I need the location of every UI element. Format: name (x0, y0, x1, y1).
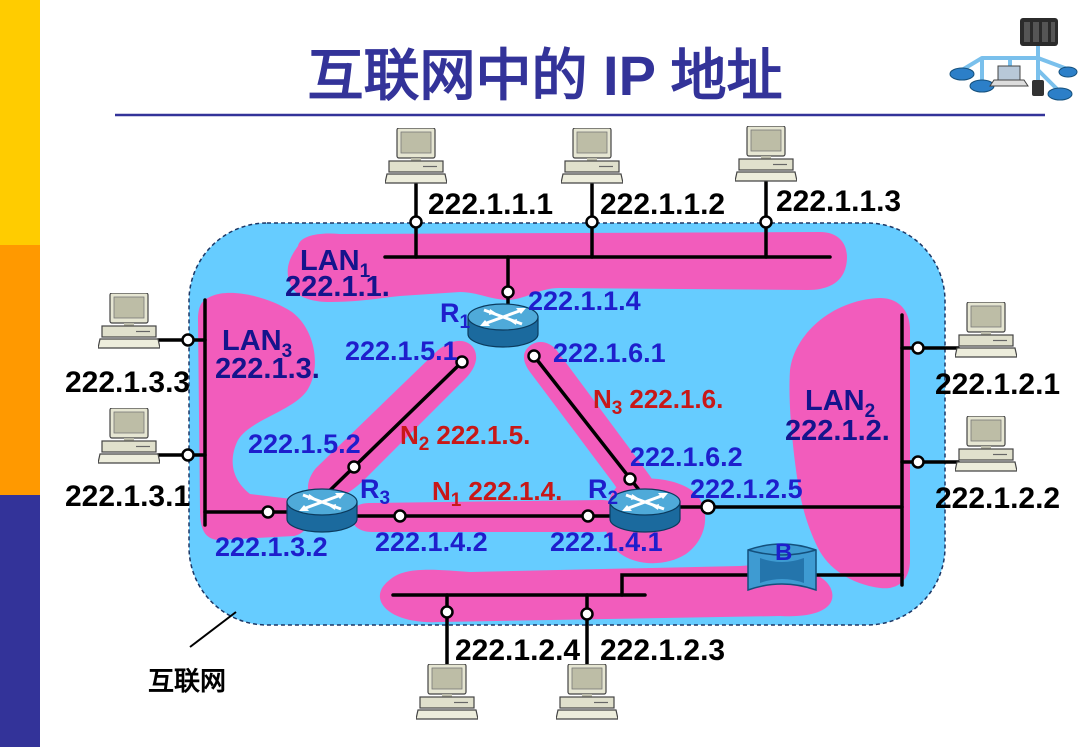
host-ip-label: 222.1.2.2 (935, 482, 1060, 515)
internet-caption: 互联网 (148, 666, 226, 696)
lan2-name: LAN (805, 385, 865, 417)
host-ip-label: 222.1.2.1 (935, 368, 1060, 401)
n2-region (308, 340, 477, 501)
n1-subscript: 1 (451, 490, 462, 511)
n3-label: N3 222.1.6. (593, 384, 723, 419)
lan1-prefix-label: 222.1.1. (285, 271, 390, 303)
interface-dot (527, 349, 541, 363)
n3-prefix: 222.1.6. (629, 384, 723, 414)
r1-subscript: 1 (460, 312, 471, 333)
interface-dot (581, 509, 595, 523)
host-ip-label: 222.1.2.3 (600, 634, 725, 667)
router-icon (285, 487, 359, 534)
network-illustration-icon (949, 18, 1078, 101)
interface-dot (409, 215, 423, 229)
lan2-prefix-label: 222.1.2. (785, 415, 890, 447)
host-ip-label: 222.1.3.1 (65, 480, 190, 513)
lan1-region (287, 232, 847, 302)
interface-dot (911, 341, 925, 355)
interface-dot (700, 499, 716, 515)
n2-prefix: 222.1.5. (436, 420, 530, 450)
desktop-computer-icon (556, 664, 618, 720)
interface-dot (261, 505, 275, 519)
desktop-computer-icon (416, 664, 478, 720)
interface-dot (455, 355, 469, 369)
desktop-computer-icon (561, 128, 623, 184)
desktop-computer-icon (98, 293, 160, 349)
accent-bar-navy (0, 495, 40, 747)
r1-interface-label: 222.1.5.1 (345, 336, 458, 366)
router-icon (608, 487, 682, 534)
accent-bar-yellow (0, 0, 40, 245)
desktop-computer-icon (735, 126, 797, 182)
r1-name-label: R1 (440, 298, 471, 333)
n2-link-line (318, 360, 464, 502)
r2-subscript: 2 (608, 488, 619, 509)
accent-bar-orange (0, 245, 40, 495)
lan3-subscript: 3 (282, 341, 293, 362)
lan1-name-label: LAN1 (300, 245, 371, 282)
interface-dot (580, 607, 594, 621)
lan1-name: LAN (300, 245, 360, 277)
lan1-subscript: 1 (360, 261, 371, 282)
interface-dot (585, 215, 599, 229)
lan2-region (789, 298, 910, 589)
r3-subscript: 3 (380, 488, 391, 509)
interface-dot (181, 448, 195, 462)
desktop-computer-icon (98, 408, 160, 464)
n1-prefix: 222.1.4. (468, 476, 562, 506)
n2-name: N (400, 420, 419, 450)
lan3-name: LAN (222, 325, 282, 357)
internet-pointer-line (189, 611, 237, 648)
desktop-computer-icon (385, 128, 447, 184)
lan2-subscript: 2 (865, 401, 876, 422)
host-ip-label: 222.1.1.1 (428, 188, 553, 221)
r3-interface-label: 222.1.3.2 (215, 532, 328, 562)
interface-dot (347, 460, 361, 474)
n3-subscript: 3 (612, 398, 623, 419)
interface-dot (393, 509, 407, 523)
r1-interface-label: 222.1.1.4 (528, 286, 641, 316)
bridge-icon (747, 543, 817, 592)
interface-dot (623, 472, 637, 486)
interface-dot (911, 455, 925, 469)
r1-name: R (440, 298, 460, 328)
lan2-name-label: LAN2 (805, 385, 875, 422)
r2-interface-label: 222.1.2.5 (690, 474, 803, 504)
n3-name: N (593, 384, 612, 414)
n2-subscript: 2 (419, 434, 430, 455)
lan3-name-label: LAN3 (222, 325, 292, 362)
n2-label: N2 222.1.5. (400, 420, 530, 455)
n3-link-line (532, 354, 645, 497)
r3-interface-label: 222.1.5.2 (248, 429, 361, 459)
interface-dot (181, 333, 195, 347)
lan3-prefix-label: 222.1.3. (215, 353, 320, 385)
bridge-left-line (620, 573, 750, 597)
n1-label: N1 222.1.4. (432, 476, 562, 511)
bridge-label: B (775, 539, 792, 566)
r1-interface-label: 222.1.6.1 (553, 338, 666, 368)
r2-name: R (588, 474, 608, 504)
interface-dot (501, 285, 515, 299)
interface-dot (759, 215, 773, 229)
r2-interface-label: 222.1.4.1 (550, 527, 663, 557)
r3-name: R (360, 474, 380, 504)
interface-dot (440, 605, 454, 619)
host-ip-label: 222.1.2.4 (455, 634, 580, 667)
r3-interface-label: 222.1.4.2 (375, 527, 488, 557)
host-ip-label: 222.1.1.3 (776, 185, 901, 218)
slide-title: 互联网中的 IP 地址 (307, 44, 782, 107)
r2-interface-label: 222.1.6.2 (630, 442, 743, 472)
n1-name: N (432, 476, 451, 506)
host-ip-label: 222.1.3.3 (65, 366, 190, 399)
desktop-computer-icon (955, 416, 1017, 472)
r2-name-label: R2 (588, 474, 618, 509)
r3-name-label: R3 (360, 474, 390, 509)
lan3-region (198, 292, 315, 540)
host-ip-label: 222.1.1.2 (600, 188, 725, 221)
desktop-computer-icon (955, 302, 1017, 358)
